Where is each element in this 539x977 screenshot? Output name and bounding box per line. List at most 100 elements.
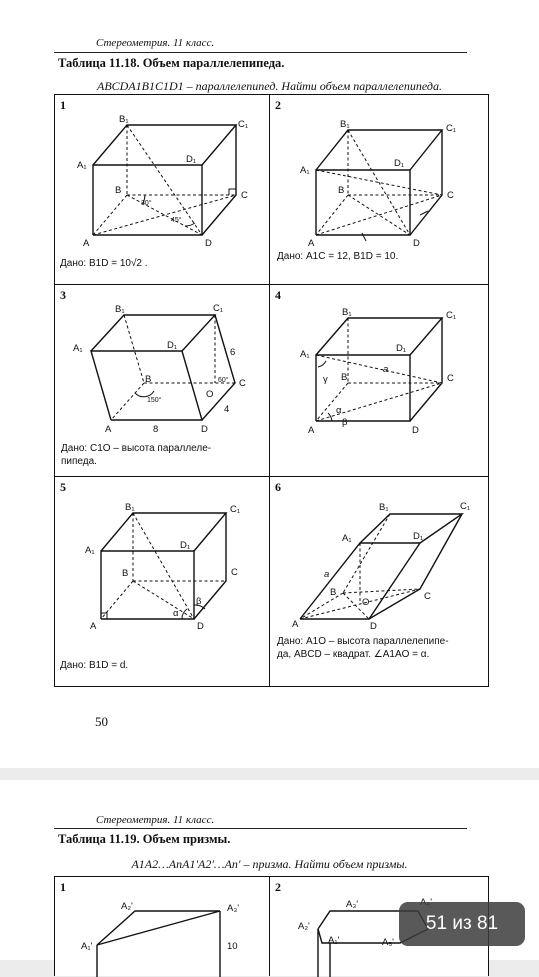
vertex-label-A: A: [83, 238, 90, 249]
document-page-51: Стереометрия. 11 класс. Таблица 11.19. О…: [0, 780, 539, 977]
vertex-label-D: D: [205, 238, 212, 249]
vertex-label-C1: C₁: [230, 504, 240, 515]
vertex-label-B1: B₁: [379, 502, 389, 513]
angle-label-beta: β: [342, 417, 348, 428]
vertex-label-A1: A₁: [77, 160, 87, 171]
vertex-label-B1: B₁: [125, 502, 135, 513]
length-label-8: 8: [153, 424, 158, 435]
vertex-label-D1: D₁: [396, 343, 406, 354]
problem-number: 6: [275, 480, 281, 494]
parallelepiped-figure-4: B₁ C₁ A₁ D₁ B C A D γ a α β: [300, 307, 456, 436]
parallelepiped-figure-3: B₁ C₁ A₁ D₁ B C A D O 6 4 8 150° 60°: [73, 303, 246, 435]
vertex-label-B: B: [115, 185, 121, 196]
parallelepiped-figure-1: B₁ C₁ A₁ D₁ B C A D 30° 45°: [77, 114, 248, 249]
running-header: Стереометрия. 11 класс.: [96, 37, 215, 49]
vertex-label-B: B: [145, 374, 151, 385]
vertex-label-B: B: [341, 372, 347, 383]
parallelepiped-figure-5: B₁ C₁ A₁ D₁ B C A D α β: [85, 502, 240, 632]
vertex-label-A1-prime: A₁': [328, 935, 340, 946]
vertex-label-B1: B₁: [119, 114, 129, 125]
vertex-label-B1: B₁: [342, 307, 352, 318]
vertex-label-B: B: [122, 568, 128, 579]
vertex-label-B1: B₁: [115, 304, 125, 315]
angle-label-alpha: α: [336, 405, 342, 416]
vertex-label-A: A: [292, 619, 299, 630]
table-title: Таблица 11.18. Объем параллелепипеда.: [58, 56, 285, 70]
problem-number: 4: [275, 288, 281, 302]
vertex-label-C: C: [231, 567, 238, 578]
angle-label-150: 150°: [147, 396, 162, 404]
running-header: Стереометрия. 11 класс.: [96, 814, 215, 826]
vertex-label-A1-prime: A₁': [81, 941, 93, 952]
angle-label-beta: β: [196, 596, 202, 607]
problem-number: 2: [275, 880, 281, 894]
parallelepiped-figure-6: B₁ C₁ A₁ D₁ B C A D O a: [292, 501, 470, 632]
problem-cell-2: 2 B₁ C₁ A₁ D₁ B C A: [269, 94, 489, 285]
vertex-label-D1: D₁: [167, 340, 177, 351]
problem-number: 1: [60, 98, 66, 112]
vertex-label-D1: D₁: [394, 158, 404, 169]
problem-cell-3: 3 B₁ C₁ A₁ D₁ B C A D O 6: [54, 284, 270, 477]
vertex-label-D1: D₁: [186, 154, 196, 165]
problem-given: Дано: C1O – высота параллеле- пипеда.: [61, 443, 212, 467]
problem-cell-5: 5 B₁ C₁ A₁ D₁ B C A D: [54, 476, 270, 687]
vertex-label-C: C: [239, 378, 246, 389]
vertex-label-B1: B₁: [340, 119, 350, 130]
vertex-label-A1: A₁: [300, 349, 310, 360]
angle-label-45: 45°: [171, 216, 182, 224]
problem-given: Дано: B1D = 10√2 .: [60, 258, 148, 269]
vertex-label-C1: C₁: [213, 303, 223, 314]
vertex-label-A: A: [90, 621, 97, 632]
vertex-label-D: D: [197, 621, 204, 632]
document-page-50: Стереометрия. 11 класс. Таблица 11.18. О…: [0, 0, 539, 768]
parallelepiped-figure-2: B₁ C₁ A₁ D₁ B C A D: [300, 119, 456, 249]
vertex-label-C1: C₁: [446, 310, 456, 321]
problem-number: 2: [275, 98, 281, 112]
header-rule: [54, 52, 467, 53]
vertex-label-A: A: [105, 424, 112, 435]
table-title: Таблица 11.19. Объем призмы.: [58, 832, 231, 846]
angle-label-60: 60°: [218, 376, 229, 384]
problem-cell-4: 4 B₁ C₁ A₁ D₁ B C A D γ: [269, 284, 489, 477]
length-label-a: a: [324, 569, 329, 580]
problem-number: 3: [60, 288, 66, 302]
vertex-label-D1: D₁: [413, 531, 423, 542]
vertex-label-D: D: [412, 425, 419, 436]
vertex-label-A2-prime: A₂': [298, 921, 310, 932]
problem-given: Дано: A1C = 12, B1D = 10.: [277, 251, 399, 262]
vertex-label-A2-prime: A₂': [121, 901, 133, 912]
point-label-O: O: [362, 597, 369, 608]
angle-label-alpha: α: [173, 608, 179, 619]
page-counter-overlay: 51 из 81: [399, 902, 525, 946]
vertex-label-B: B: [330, 587, 336, 598]
prism-figure-1: A₂' A₃' A₁' 10: [81, 901, 239, 977]
vertex-label-D1: D₁: [180, 540, 190, 551]
header-rule: [54, 828, 467, 829]
table-subtitle: ABCDA1B1C1D1 – параллелепипед. Найти объ…: [97, 79, 442, 93]
vertex-label-A1: A₁: [342, 533, 352, 544]
vertex-label-A: A: [308, 238, 315, 249]
problem-given: Дано: B1D = d.: [60, 660, 129, 671]
problem-cell-6: 6 B₁ C₁ A₁ D₁ B C A D O a: [269, 476, 489, 687]
length-label-6: 6: [230, 347, 235, 358]
vertex-label-A5-prime: A₅': [382, 937, 394, 948]
angle-label-gamma: γ: [323, 374, 328, 385]
vertex-label-C1: C₁: [460, 501, 470, 512]
angle-label-30: 30°: [141, 199, 152, 207]
vertex-label-C: C: [424, 591, 431, 602]
vertex-label-C: C: [447, 373, 454, 384]
vertex-label-D: D: [413, 238, 420, 249]
table-subtitle: A1A2…AnA1'A2'…An' – призма. Найти объем …: [131, 857, 408, 871]
vertex-label-A3-prime: A₃': [227, 903, 239, 914]
vertex-label-A: A: [308, 425, 315, 436]
point-label-O: O: [206, 389, 213, 400]
vertex-label-A1: A₁: [73, 343, 83, 354]
page-number: 50: [95, 714, 108, 729]
problem-given: Дано: A1O – высота параллелепипе- да, AB…: [277, 636, 449, 660]
vertex-label-A3-prime: A₃': [346, 899, 358, 910]
vertex-label-A1: A₁: [300, 165, 310, 176]
vertex-label-D: D: [370, 621, 377, 632]
vertex-label-C1: C₁: [238, 119, 248, 130]
problem-cell-1: 1 A₂' A₃' A₁' 10: [54, 876, 270, 977]
problem-number: 5: [60, 480, 66, 494]
